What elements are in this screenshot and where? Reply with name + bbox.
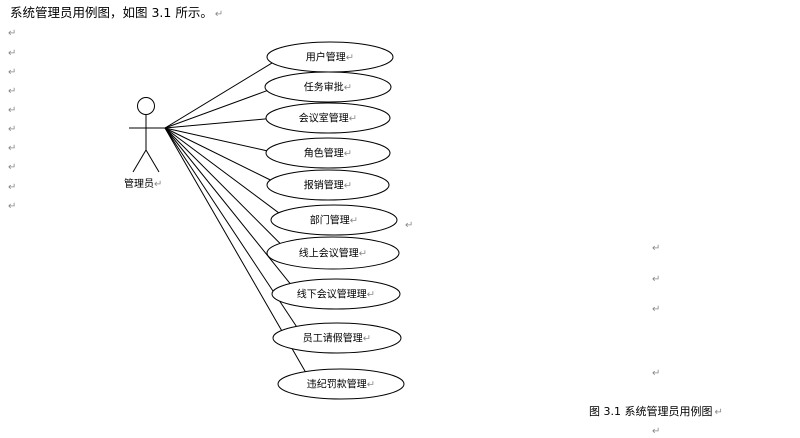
paragraph-mark: ↵ (8, 86, 17, 97)
paragraph-mark: ↵ (652, 274, 661, 285)
association-line (164, 127, 271, 181)
use-case: 用户管理↵ (266, 41, 394, 73)
use-case-ellipse (266, 236, 400, 270)
use-case: 部门管理↵ (270, 204, 398, 236)
paragraph-mark: ↵ (652, 426, 661, 437)
association-line (164, 62, 273, 129)
use-case: 任务审批↵ (264, 71, 392, 103)
use-case: 违纪罚款管理↵ (277, 368, 405, 400)
use-case: 角色管理↵ (265, 137, 391, 169)
use-case-ellipse (265, 102, 391, 134)
paragraph-mark: ↵ (8, 182, 17, 193)
use-case: 报销管理↵ (266, 169, 390, 201)
use-case: 会议室管理↵ (265, 102, 391, 134)
use-case: 线下会议管理理↵ (271, 278, 401, 310)
paragraph-mark: ↵ (405, 220, 414, 231)
paragraph-mark: ↵ (8, 162, 17, 173)
use-case-ellipse (266, 169, 390, 201)
use-case-label: 员工请假管理↵ (303, 332, 371, 345)
caption-text: 图 3.1 系统管理员用例图 (589, 405, 713, 418)
paragraph-mark: ↵ (8, 105, 17, 116)
paragraph-mark: ↵ (714, 407, 723, 418)
actor-left-leg (132, 149, 147, 173)
intro-paragraph: 系统管理员用例图，如图 3.1 所示。↵ (10, 4, 223, 24)
figure-caption: 图 3.1 系统管理员用例图↵ (589, 403, 723, 419)
association-line (164, 90, 268, 129)
use-case-ellipse (270, 204, 398, 236)
actor-head (137, 97, 155, 115)
paragraph-mark: ↵ (8, 28, 17, 39)
paragraph-mark: ↵ (652, 368, 661, 379)
paragraph-mark: ↵ (214, 9, 224, 20)
association-line (164, 118, 267, 129)
association-line (164, 127, 279, 214)
use-case-label: 报销管理↵ (304, 179, 352, 192)
association-line (164, 127, 267, 152)
use-case-ellipse (265, 137, 391, 169)
use-cases: 用户管理↵ 任务审批↵ 会议室管理↵ 角色管理↵ 报销管理↵ 部门管理↵ 线上会议管理↵ 线下… (264, 41, 405, 400)
use-case-label: 角色管理↵ (304, 147, 352, 160)
use-case-ellipse (277, 368, 405, 400)
use-case-ellipse (264, 71, 392, 103)
use-case-label: 违纪罚款管理↵ (307, 378, 375, 391)
use-case-label: 任务审批↵ (304, 81, 352, 94)
use-case-ellipse (271, 278, 401, 310)
use-case: 员工请假管理↵ (272, 322, 402, 354)
use-case-label: 线下会议管理理↵ (297, 288, 375, 301)
paragraph-mark: ↵ (8, 143, 17, 154)
paragraph-mark: ↵ (8, 48, 17, 59)
paragraph-mark: ↵ (8, 67, 17, 78)
use-case: 线上会议管理↵ (266, 236, 400, 270)
actor-figure (129, 97, 165, 173)
use-case-label: 用户管理↵ (306, 51, 354, 64)
association-line (164, 127, 281, 244)
actor-right-leg (145, 149, 160, 173)
paragraph-mark: ↵ (652, 304, 661, 315)
use-case-label: 线上会议管理↵ (299, 247, 367, 260)
paragraph-mark: ↵ (8, 201, 17, 212)
intro-text: 系统管理员用例图，如图 3.1 所示。 (10, 5, 213, 20)
use-case-ellipse (272, 322, 402, 354)
paragraph-mark: ↵ (8, 124, 17, 135)
use-case-label: 会议室管理↵ (299, 112, 357, 125)
paragraph-mark: ↵ (652, 243, 661, 254)
actor-label: 管理员↵ (124, 177, 162, 190)
use-case-label: 部门管理↵ (310, 214, 358, 227)
